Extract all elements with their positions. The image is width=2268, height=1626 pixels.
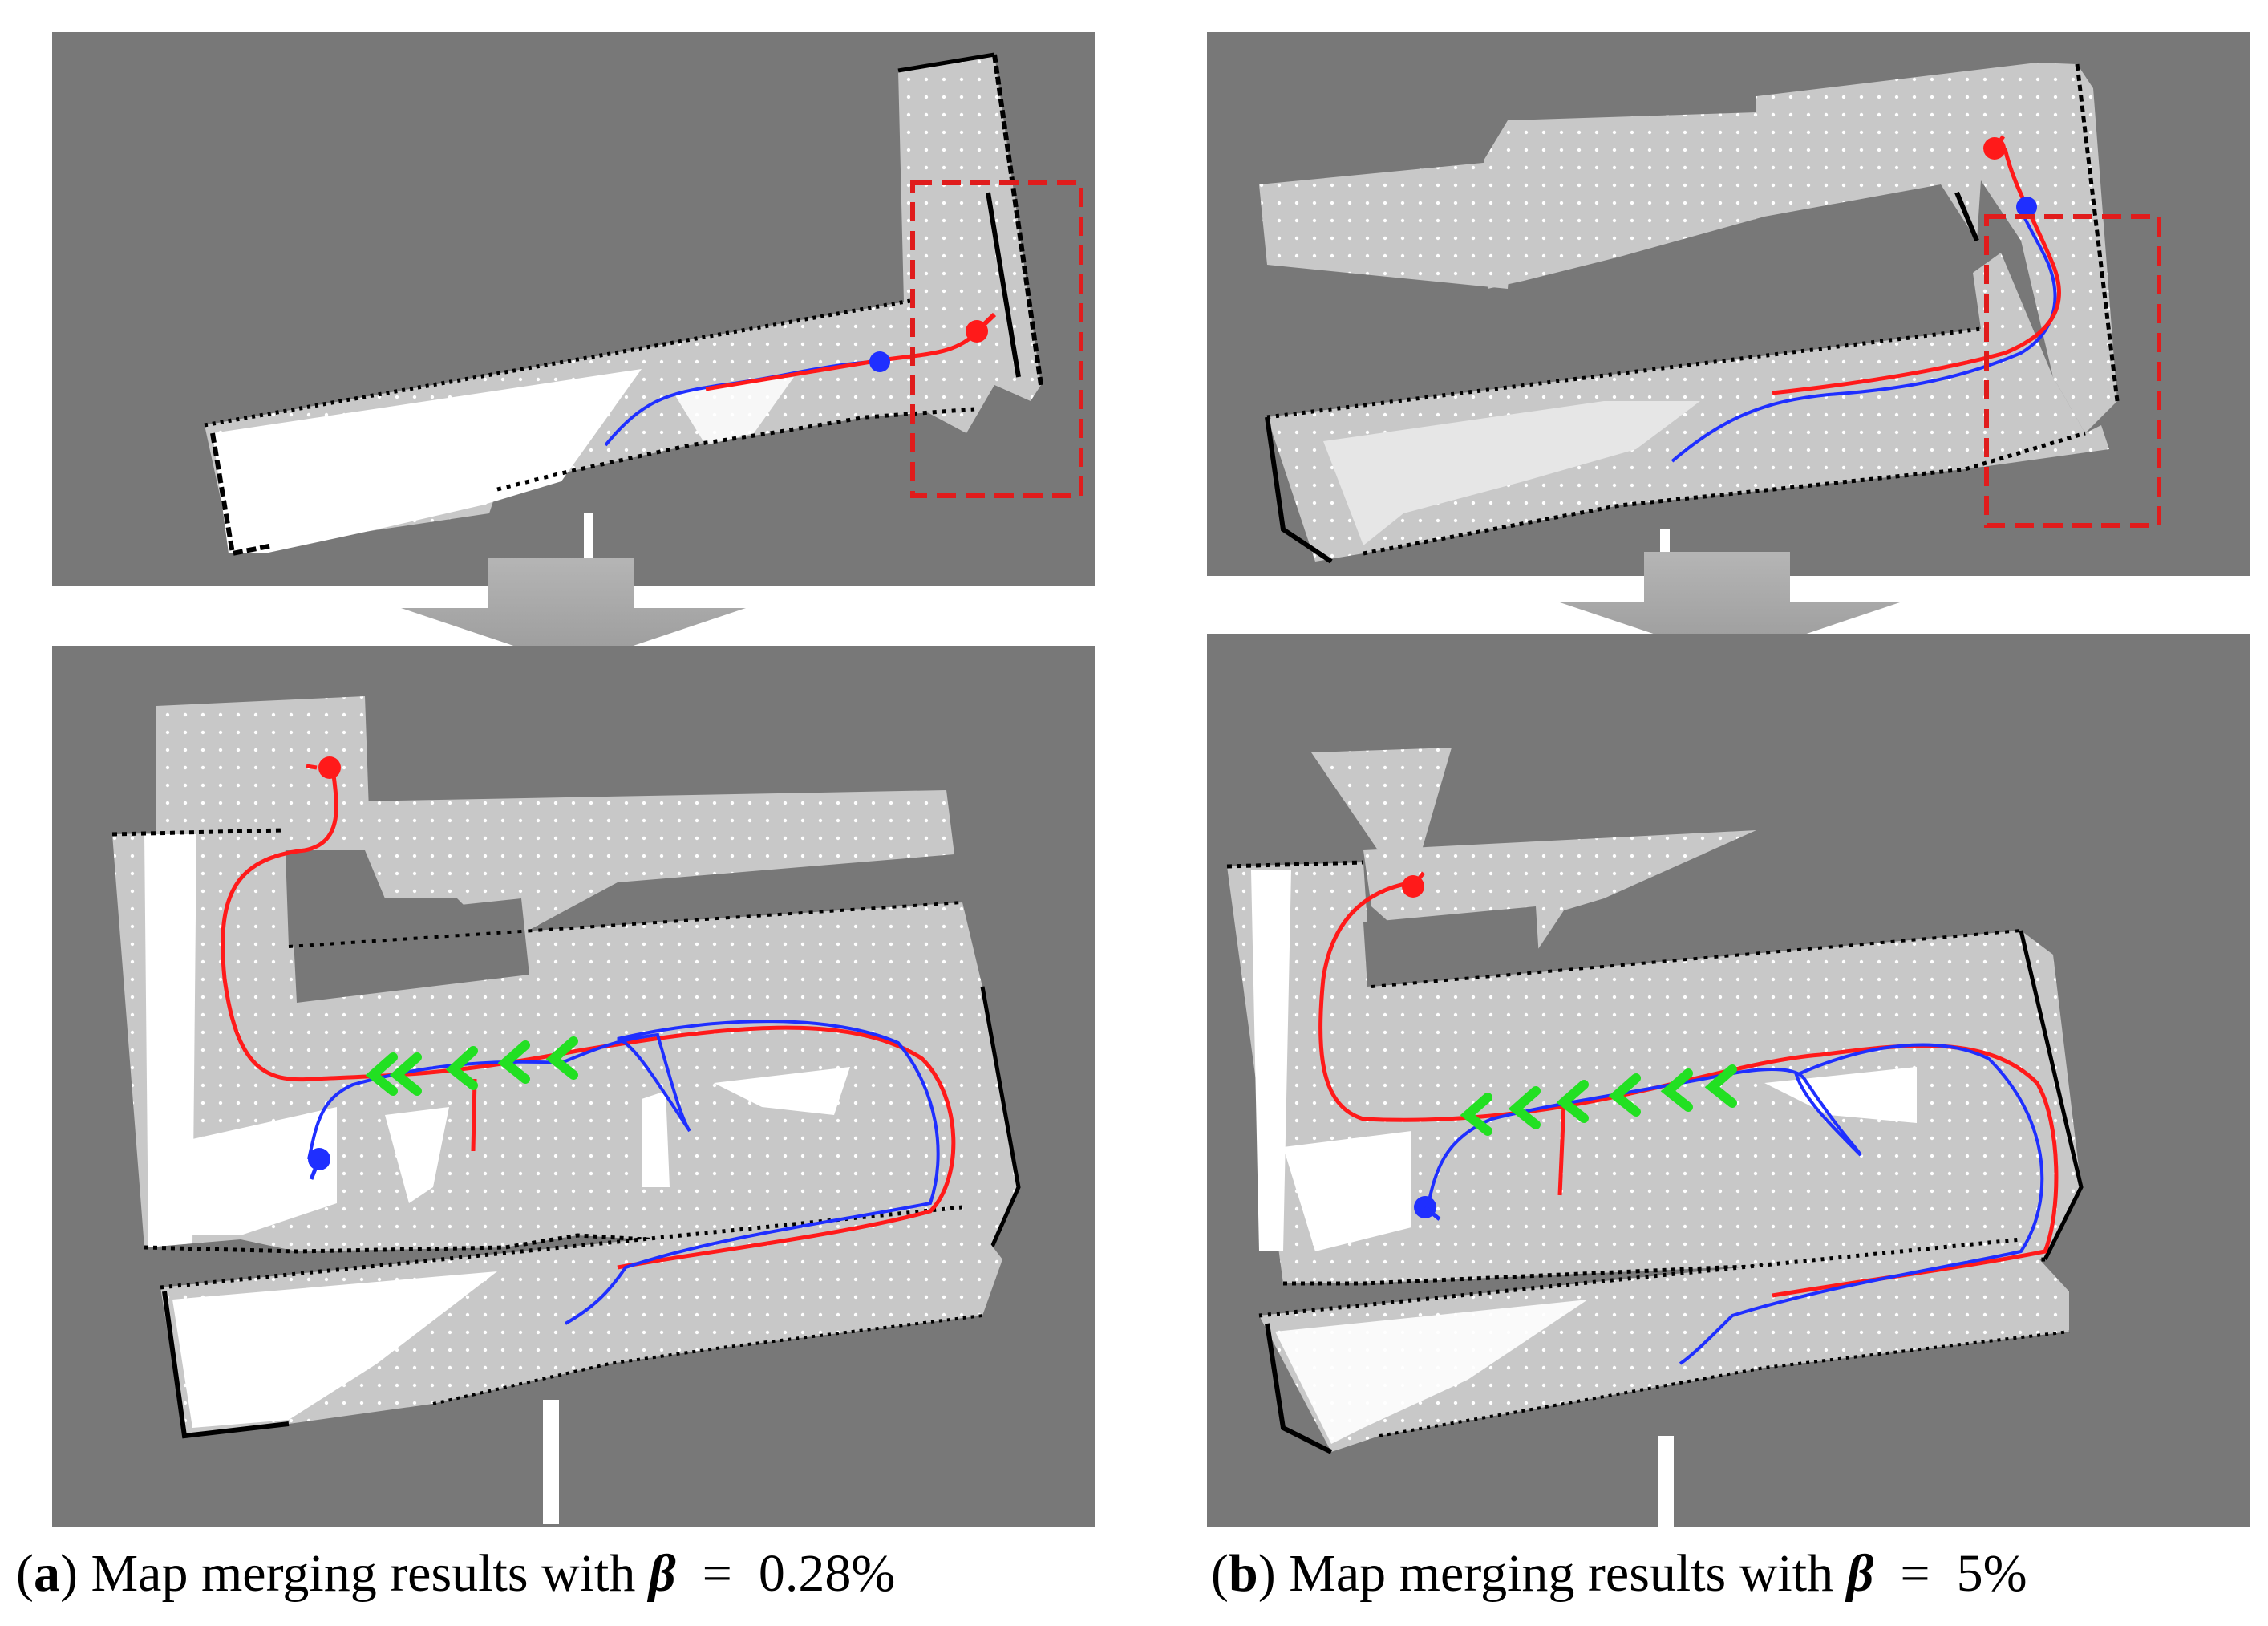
- red-robot-pose-marker-icon: [318, 756, 341, 779]
- merge-arrow-icon: [401, 558, 746, 666]
- chevron-left-icon: [1508, 1086, 1541, 1129]
- caption-a-beta: β: [648, 1544, 676, 1603]
- map-b-top-occupancy: [1259, 63, 2120, 576]
- caption-b-text: Map merging results with: [1275, 1544, 1847, 1603]
- caption-a-value: 0.28%: [758, 1544, 896, 1603]
- caption-b-beta: β: [1846, 1544, 1874, 1603]
- map-b-bottom-blue-trajectory: [1426, 1043, 2044, 1365]
- map-a-region-box: [910, 180, 1083, 498]
- caption-b: (b) Map merging results with β = 5%: [1211, 1544, 2027, 1603]
- chevron-left-icon: [1556, 1080, 1589, 1123]
- overlap-chevrons-b: [1460, 1064, 1737, 1136]
- caption-a-letter: a: [33, 1544, 60, 1603]
- caption-a-text: Map merging results with: [77, 1544, 649, 1603]
- chevron-left-icon: [389, 1052, 422, 1096]
- overlap-chevrons-a: [365, 1036, 578, 1096]
- chevron-left-icon: [365, 1052, 398, 1096]
- blue-robot-pose-marker-icon: [869, 351, 890, 372]
- map-a-top-red-trajectory: [705, 329, 980, 391]
- map-b-bottom-red-trajectory: [1318, 880, 2059, 1298]
- chevron-left-icon: [1460, 1093, 1492, 1136]
- chevron-left-icon: [1608, 1073, 1641, 1117]
- chevron-left-icon: [1704, 1064, 1737, 1108]
- map-a-bottom-red-trajectory: [221, 768, 956, 1270]
- chevron-left-icon: [445, 1046, 478, 1090]
- map-a-top-occupancy: [204, 52, 1043, 586]
- map-b-region-box: [1984, 214, 2161, 528]
- map-a-bottom-blue-trajectory: [307, 1020, 940, 1325]
- chevron-left-icon: [1660, 1068, 1693, 1112]
- chevron-left-icon: [545, 1036, 578, 1080]
- map-b-top-blue-trajectory: [1671, 200, 2057, 463]
- caption-b-value: 5%: [1956, 1544, 2027, 1603]
- merge-arrow-icon: [1557, 552, 1902, 659]
- chevron-left-icon: [497, 1040, 530, 1084]
- caption-b-letter: b: [1228, 1544, 1258, 1603]
- caption-a: (a) Map merging results with β = 0.28%: [16, 1544, 896, 1603]
- blue-robot-pose-marker-icon: [2016, 197, 2037, 217]
